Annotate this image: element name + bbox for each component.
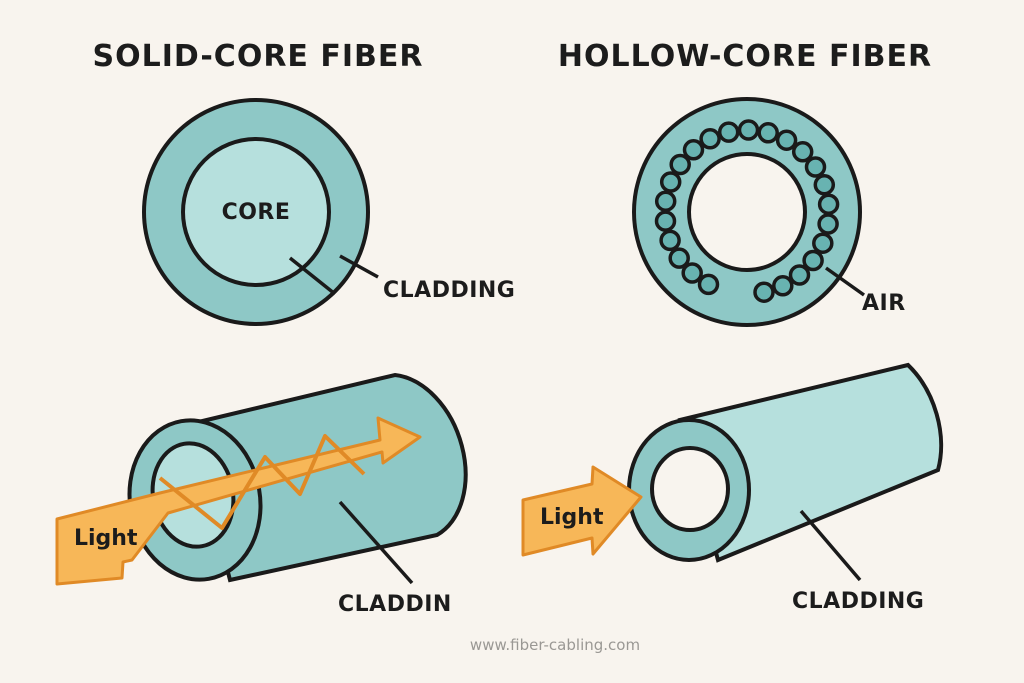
air-hole bbox=[681, 262, 703, 284]
hollow-tube-end-air bbox=[650, 446, 730, 532]
solid-light-label: Light bbox=[74, 526, 138, 551]
hollow-light-label: Light bbox=[540, 505, 604, 530]
air-hole bbox=[697, 273, 720, 296]
air-hole bbox=[817, 193, 840, 215]
air-hole bbox=[699, 128, 721, 150]
core-label: CORE bbox=[222, 200, 291, 225]
air-hole bbox=[659, 171, 682, 193]
air-hole bbox=[817, 213, 839, 235]
air-hole bbox=[753, 281, 775, 303]
air-hole bbox=[791, 141, 814, 163]
hollow-side-cladding-leader bbox=[799, 509, 862, 582]
air-holes-ring bbox=[654, 119, 840, 303]
hollow-air-core bbox=[687, 152, 807, 272]
air-hole bbox=[717, 121, 740, 143]
air-hole bbox=[668, 247, 690, 269]
cladding-label: CLADDING bbox=[383, 278, 515, 303]
light-arrow-solid bbox=[55, 416, 422, 586]
core-leader-line bbox=[288, 256, 337, 296]
air-hole bbox=[788, 264, 811, 286]
air-hole bbox=[772, 275, 794, 297]
air-hole bbox=[654, 190, 677, 212]
air-hole bbox=[757, 122, 779, 144]
air-hole bbox=[802, 249, 824, 272]
hollow-core-title: HOLLOW-CORE FIBER bbox=[558, 39, 932, 74]
hollow-core-cross-section: AIR bbox=[632, 97, 906, 327]
air-hole bbox=[682, 139, 705, 161]
solid-core-title: SOLID-CORE FIBER bbox=[93, 39, 424, 74]
cladding-leader-line bbox=[339, 254, 379, 279]
air-hole bbox=[737, 119, 760, 141]
solid-side-cladding-label: CLADDIN bbox=[338, 592, 452, 617]
hollow-side-cladding-label: CLADDING bbox=[792, 589, 924, 614]
air-hole bbox=[659, 229, 681, 252]
light-arrow-hollow bbox=[521, 465, 643, 557]
solid-core-circle bbox=[181, 137, 331, 287]
air-hole bbox=[669, 153, 691, 176]
total-internal-reflection-path bbox=[158, 434, 366, 530]
solid-core-side-view: Light CLADDIN bbox=[55, 372, 468, 617]
solid-side-cladding-leader bbox=[338, 500, 414, 585]
solid-core-cross-section: CORE CLADDING bbox=[142, 98, 515, 326]
air-hole bbox=[804, 156, 827, 178]
air-hole bbox=[813, 174, 836, 196]
air-hole bbox=[775, 129, 798, 151]
website-footer: www.fiber-cabling.com bbox=[470, 636, 640, 654]
air-leader-line bbox=[824, 266, 866, 297]
hollow-core-side-view: Light CLADDING bbox=[521, 362, 944, 614]
air-hole bbox=[812, 232, 834, 254]
air-label: AIR bbox=[862, 291, 906, 316]
air-hole bbox=[654, 210, 677, 232]
